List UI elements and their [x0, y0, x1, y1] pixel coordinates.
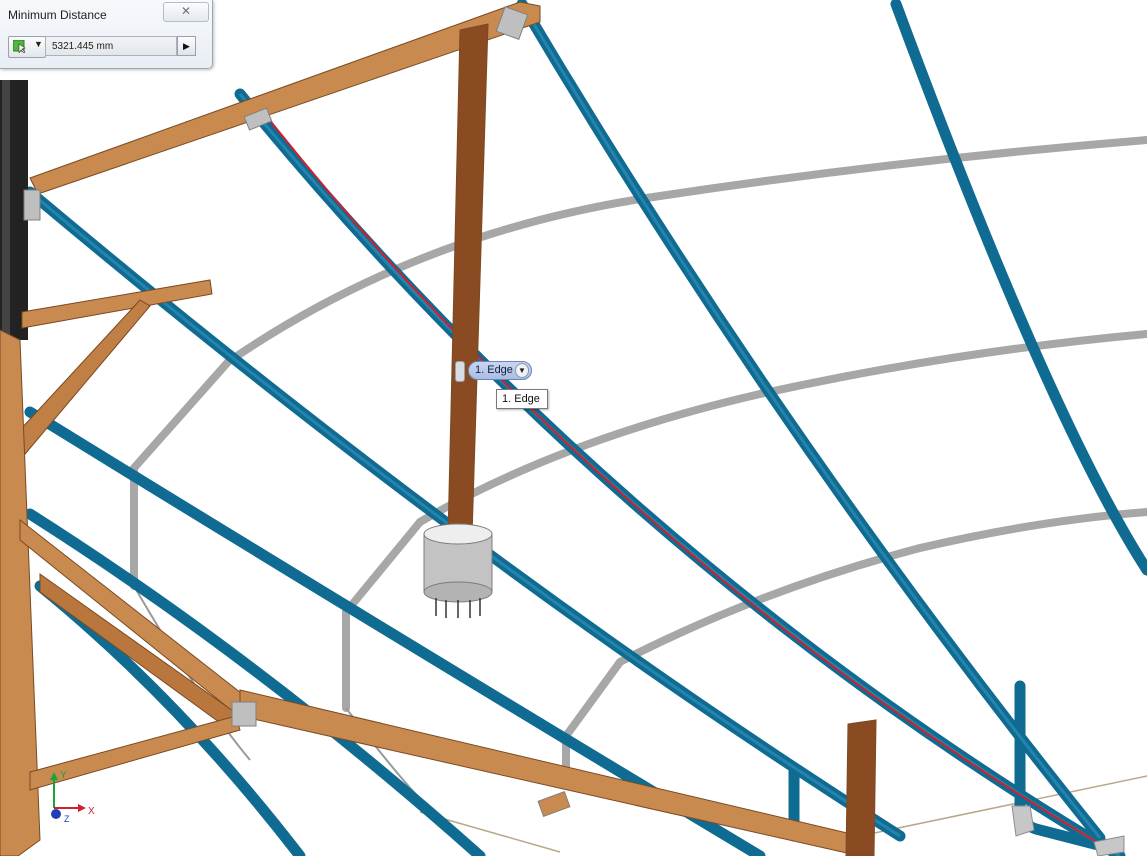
gray-rib: [616, 508, 1147, 666]
post-base-cylinder: [423, 523, 493, 618]
triad-z-label: Z: [64, 814, 70, 824]
triad-x-label: X: [88, 806, 95, 817]
selection-drag-handle[interactable]: [455, 361, 465, 382]
wood-beam-bottom: [239, 689, 861, 856]
selection-chip-label: 1. Edge: [475, 364, 513, 376]
selection-chip[interactable]: 1. Edge ▼: [468, 361, 532, 380]
distance-value-field[interactable]: 5321.445 mm: [45, 36, 177, 56]
gray-rib-short: [130, 358, 232, 590]
wood-post-right: [845, 719, 877, 856]
play-arrow-icon: ▶: [183, 41, 190, 51]
blue-pipe: [890, 0, 1147, 576]
blue-pipe: [516, 0, 1106, 844]
close-icon: ✕: [180, 4, 192, 18]
panel-title: Minimum Distance: [8, 8, 107, 22]
triad-y-label: Y: [60, 770, 67, 781]
wood-beam-mid: [21, 279, 213, 329]
gray-rib: [416, 330, 1147, 526]
select-entity-icon: [13, 40, 26, 53]
blue-pipe: [24, 508, 486, 856]
select-entity-dropdown[interactable]: ▼: [8, 36, 46, 58]
gray-rib: [224, 136, 1147, 366]
wood-beam-foot: [29, 715, 241, 791]
wood-post-center: [447, 23, 489, 537]
close-button[interactable]: ✕: [163, 2, 209, 22]
selected-edge: [267, 117, 1101, 845]
minimum-distance-panel: Minimum Distance ✕ ▼ 5321.445 mm ▶: [0, 0, 213, 69]
chevron-down-icon[interactable]: ▼: [515, 363, 529, 378]
wood-beam-left: [0, 329, 41, 856]
view-triad[interactable]: Y X Z: [38, 764, 98, 824]
play-arrow-button[interactable]: ▶: [177, 36, 196, 56]
chevron-down-icon: ▼: [34, 39, 43, 49]
selection-tooltip: 1. Edge: [496, 389, 548, 409]
